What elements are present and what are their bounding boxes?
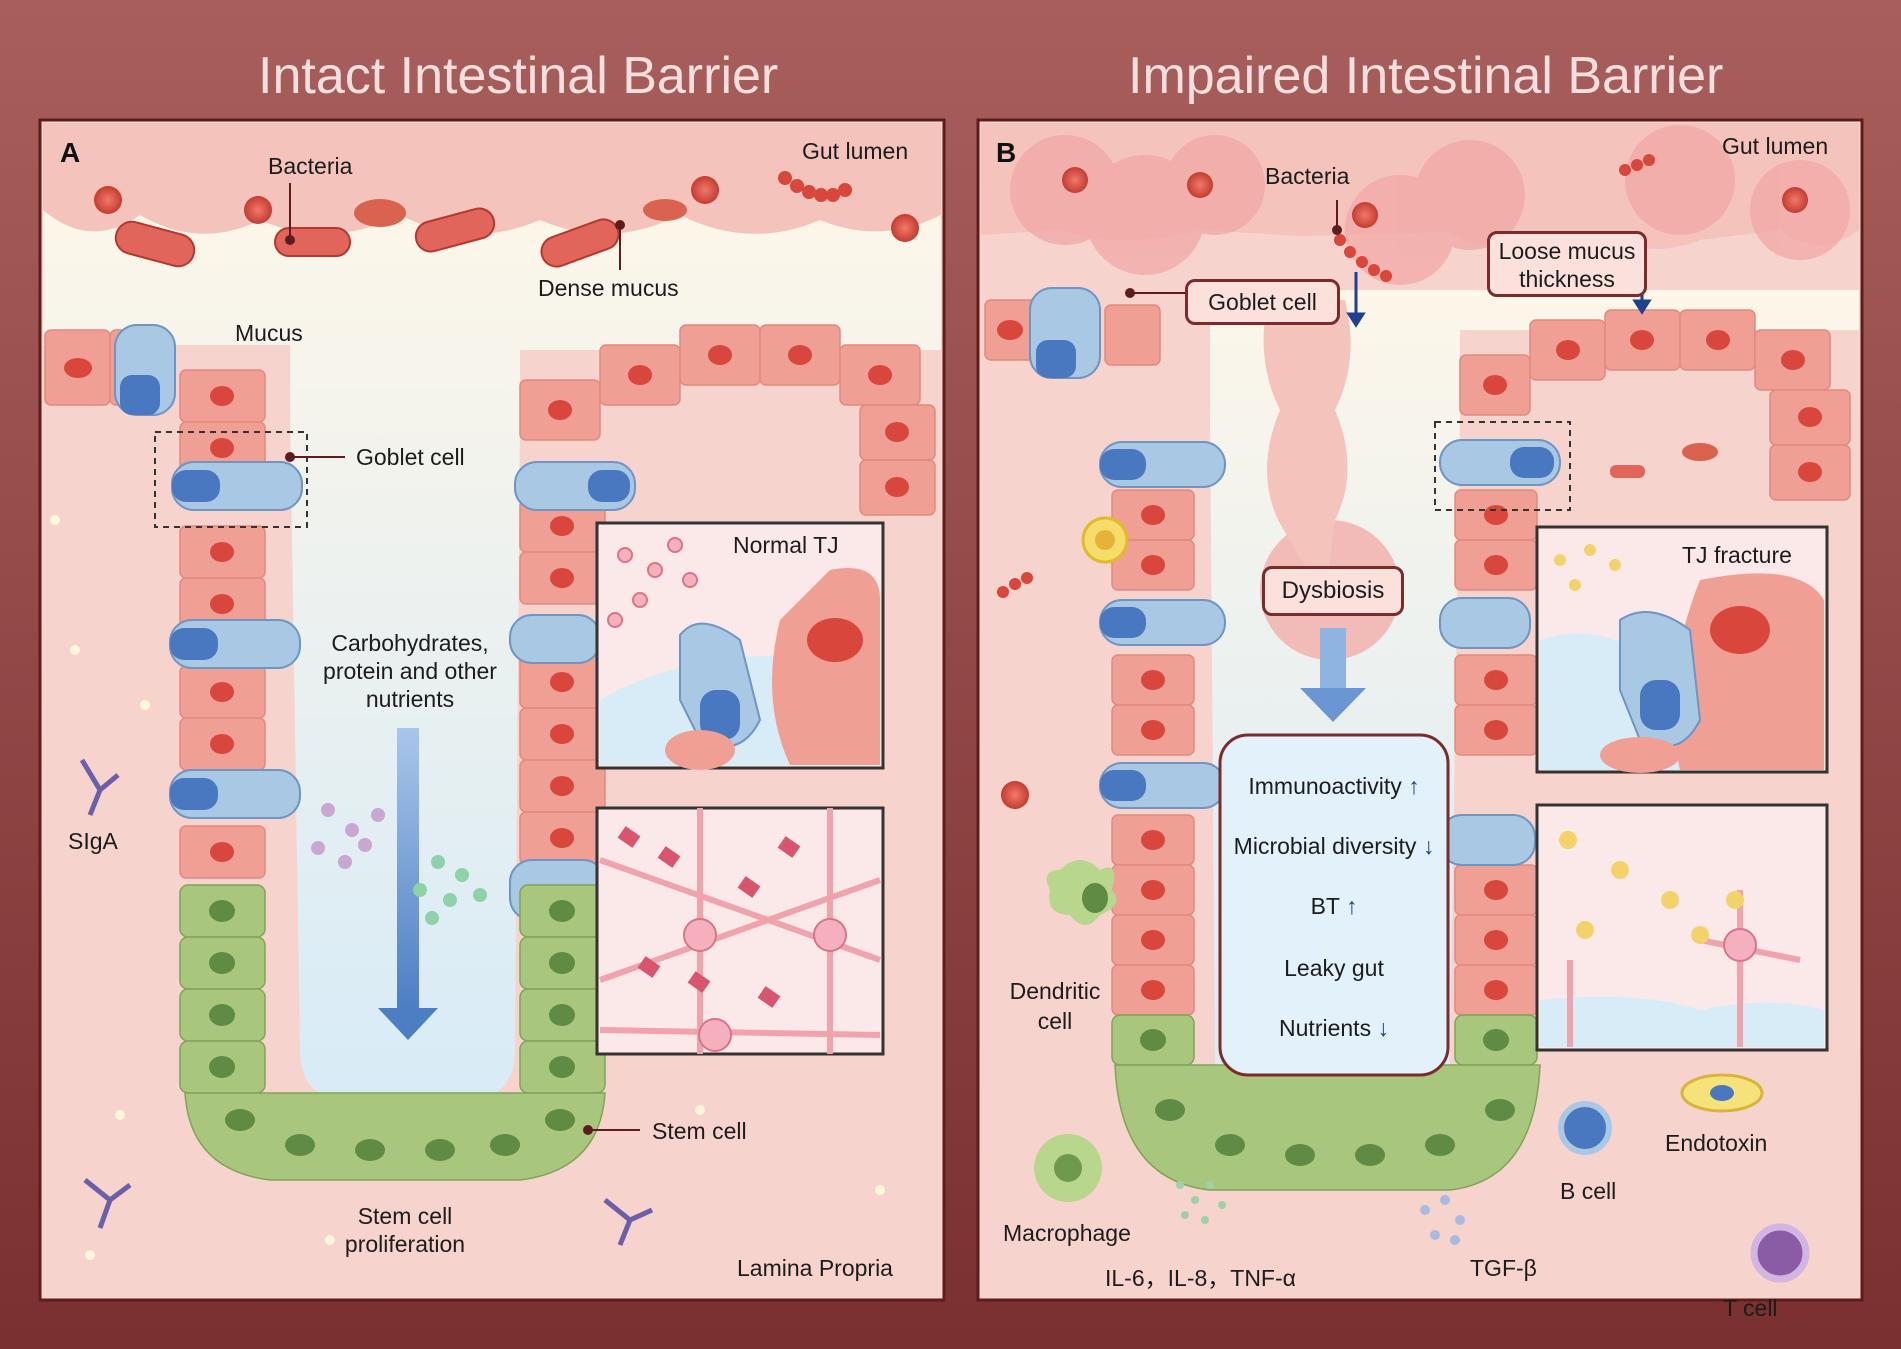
- label-dendritic-line-1: Dendritic: [1009, 978, 1101, 1004]
- label-b-cell: B cell: [1560, 1178, 1617, 1204]
- label-t-cell: T cell: [1723, 1295, 1778, 1321]
- label-tgf-beta: TGF-β: [1470, 1255, 1537, 1281]
- label-nutrients-line-2: protein and other: [323, 658, 497, 684]
- label-bacteria-b: Bacteria: [1265, 163, 1350, 189]
- effect-item-nutrients: Nutrients ↓: [1224, 1015, 1444, 1042]
- label-lamina-propria: Lamina Propria: [737, 1255, 893, 1281]
- panel-a-title: Intact Intestinal Barrier: [258, 47, 779, 105]
- panel-b-letter: B: [996, 137, 1017, 168]
- label-endotoxin: Endotoxin: [1665, 1130, 1768, 1156]
- effect-item-immunoactivity: Immunoactivity ↑: [1224, 773, 1444, 800]
- effect-label: Microbial diversity: [1233, 833, 1417, 859]
- panel-a-letter: A: [60, 137, 81, 168]
- label-proliferation-line-1: Stem cell: [357, 1203, 453, 1229]
- label-gut-lumen-a: Gut lumen: [802, 138, 909, 164]
- down-arrow-icon: ↓: [1377, 1015, 1389, 1041]
- label-mucus: Mucus: [235, 320, 303, 346]
- effect-label: BT: [1310, 893, 1340, 919]
- label-loose-mucus-line-1: Loose mucus: [1498, 238, 1636, 264]
- panel-b-artwork: [976, 118, 1864, 1302]
- up-arrow-icon: ↑: [1345, 893, 1358, 919]
- label-gut-lumen-b: Gut lumen: [1722, 133, 1829, 159]
- effect-item-bt: BT ↑: [1224, 893, 1444, 920]
- label-stem-cell: Stem cell: [652, 1118, 747, 1144]
- label-bacteria-a: Bacteria: [268, 153, 353, 179]
- effect-label: Leaky gut: [1284, 955, 1384, 981]
- label-siga: SIgA: [68, 828, 118, 854]
- panel-a-artwork: [38, 118, 946, 1302]
- label-dense-mucus: Dense mucus: [538, 275, 679, 301]
- panel-b-title: Impaired Intestinal Barrier: [1128, 47, 1724, 105]
- label-loose-mucus-line-2: thickness: [1519, 265, 1615, 292]
- label-macrophage: Macrophage: [1003, 1220, 1131, 1246]
- label-goblet-cell-a: Goblet cell: [356, 444, 465, 470]
- label-normal-tj: Normal TJ: [733, 532, 839, 558]
- label-loose-mucus: Loose mucus thickness: [1487, 231, 1647, 297]
- effect-item-leaky-gut: Leaky gut: [1224, 955, 1444, 982]
- label-cytokines: IL-6，IL-8，TNF-α: [1105, 1265, 1296, 1291]
- down-arrow-icon: ↓: [1422, 833, 1435, 859]
- up-arrow-icon: ↑: [1408, 773, 1420, 799]
- effect-label: Immunoactivity: [1248, 773, 1402, 799]
- label-nutrients-line-1: Carbohydrates,: [331, 630, 489, 656]
- label-dendritic-line-2: cell: [1037, 1008, 1073, 1034]
- label-dysbiosis: Dysbiosis: [1262, 566, 1404, 616]
- label-tj-fracture: TJ fracture: [1682, 542, 1792, 568]
- label-proliferation-line-2: proliferation: [344, 1231, 466, 1257]
- effect-item-microbial-diversity: Microbial diversity ↓: [1224, 833, 1444, 860]
- label-nutrients-line-3: nutrients: [365, 686, 455, 712]
- label-goblet-cell-b: Goblet cell: [1185, 279, 1340, 325]
- effect-label: Nutrients: [1279, 1015, 1372, 1041]
